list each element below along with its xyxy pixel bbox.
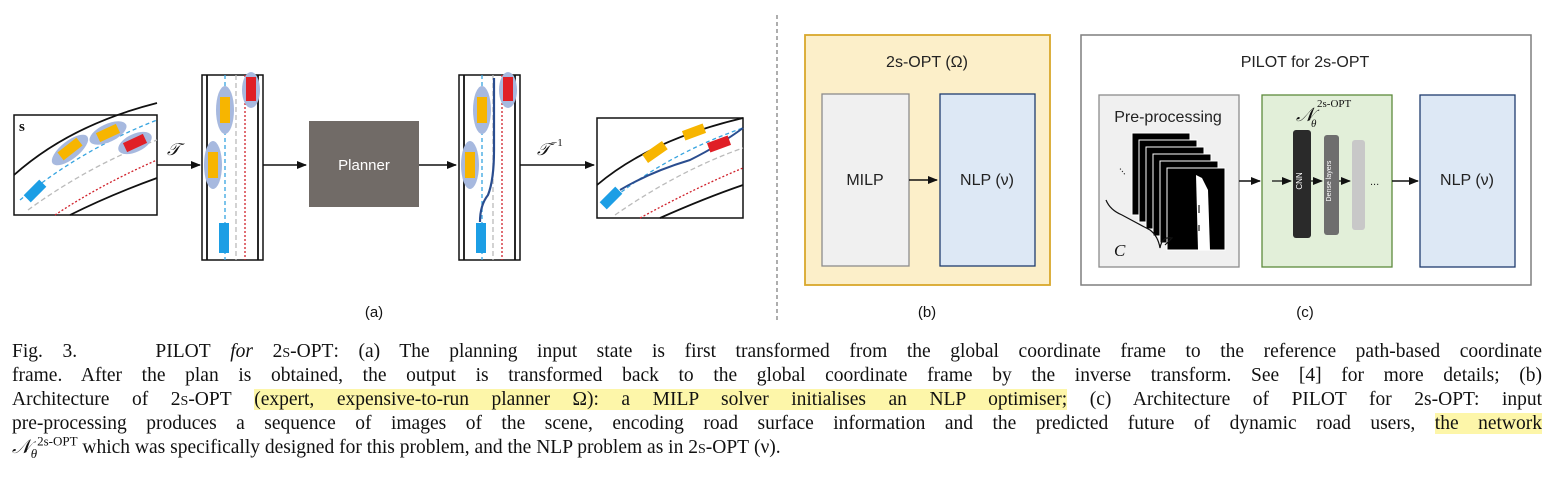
caption-text-1: : (a) The planning input state is first … bbox=[333, 341, 1543, 362]
planner-label: Planner bbox=[338, 157, 390, 174]
output-global-scene bbox=[596, 117, 744, 219]
caption-text-5b: (ν). bbox=[753, 437, 781, 458]
panel-b: 2s-OPT (Ω) MILP NLP (ν) (b) bbox=[804, 34, 1051, 321]
caption-line-3: Architecture of 2s-OPT (expert, expensiv… bbox=[12, 388, 1542, 412]
figure-caption: Fig. 3. PILOT for 2s-OPT: (a) The planni… bbox=[12, 340, 1542, 460]
pilot-name: PILOT bbox=[155, 341, 211, 362]
network-ellipsis: ... bbox=[1370, 176, 1379, 188]
planned-reference-scene bbox=[458, 72, 521, 261]
caption-text-3a: Architecture of bbox=[12, 389, 149, 410]
nlp-box-c bbox=[1419, 94, 1516, 268]
dense-block bbox=[1324, 135, 1339, 235]
cnn-label: CNN bbox=[1295, 172, 1304, 190]
caption-text-5a: which was specifically designed for this… bbox=[82, 437, 684, 458]
nlp-box-b bbox=[939, 93, 1036, 267]
panel-c-label: (c) bbox=[1296, 304, 1314, 321]
caption-line-5: 𝒩θ2s-OPT which was specifically designed… bbox=[12, 433, 1542, 461]
milp-box bbox=[821, 93, 910, 267]
panel-c: PILOT for 2s-OPT Pre-processing ... C 𝒩 … bbox=[1080, 34, 1532, 321]
pilot-title: PILOT for 2s-OPT bbox=[1241, 54, 1370, 71]
panel-b-label: (b) bbox=[918, 304, 936, 321]
for-word: for bbox=[230, 341, 253, 362]
milp-label: MILP bbox=[846, 172, 883, 189]
c-label: C bbox=[1114, 241, 1126, 260]
planner-box bbox=[309, 121, 419, 207]
opt-name: 2s-OPT bbox=[272, 341, 334, 362]
panel-a: s 𝒯 Planner bbox=[13, 72, 744, 321]
caption-network-sup: 2s-OPT bbox=[37, 433, 78, 449]
caption-network-sub: θ bbox=[30, 445, 38, 461]
image-stack bbox=[1131, 132, 1226, 251]
caption-text-3b: (c) Architecture of PILOT for 2s-OPT: in… bbox=[1089, 389, 1543, 410]
caption-text-4a: pre-processing produces a sequence of im… bbox=[12, 413, 1416, 434]
panel-a-label: (a) bbox=[365, 304, 383, 321]
figure-number: Fig. 3. bbox=[12, 341, 78, 362]
transform-label: 𝒯 bbox=[167, 140, 185, 159]
network-symbol: 𝒩 bbox=[1296, 105, 1320, 126]
caption-line-2: frame. After the plan is obtained, the o… bbox=[12, 365, 1542, 386]
figure-3: s 𝒯 Planner bbox=[13, 15, 1532, 321]
c-brace bbox=[1105, 199, 1174, 249]
network-subscript: θ bbox=[1311, 118, 1317, 130]
nlp-label-c: NLP (ν) bbox=[1440, 172, 1494, 189]
caption-highlight-1: (expert, expensive-to-run planner Ω): a … bbox=[254, 389, 1068, 410]
two-stage-opt-title: 2s-OPT (Ω) bbox=[886, 54, 968, 71]
caption-highlight-2: the network bbox=[1434, 413, 1543, 434]
caption-line-1: Fig. 3. PILOT for 2s-OPT: (a) The planni… bbox=[12, 340, 1542, 364]
nlp-label-b: NLP (ν) bbox=[960, 172, 1014, 189]
preprocessing-label: Pre-processing bbox=[1114, 109, 1222, 126]
network-superscript: 2s-OPT bbox=[1317, 98, 1352, 110]
cnn-block bbox=[1293, 130, 1311, 238]
caption-network-symbol: 𝒩 bbox=[12, 437, 31, 458]
dense-block-2 bbox=[1352, 140, 1365, 230]
reference-frame-scene bbox=[201, 72, 264, 261]
caption-opt-5: 2s-OPT bbox=[688, 437, 750, 458]
state-label: s bbox=[19, 119, 25, 135]
caption-opt-3: 2s-OPT bbox=[170, 389, 232, 410]
caption-line-4: pre-processing produces a sequence of im… bbox=[12, 412, 1543, 436]
global-frame-scene: s bbox=[13, 102, 158, 216]
dense-label: Dense layers bbox=[1326, 160, 1333, 201]
inverse-transform-exponent: −1 bbox=[551, 137, 563, 149]
